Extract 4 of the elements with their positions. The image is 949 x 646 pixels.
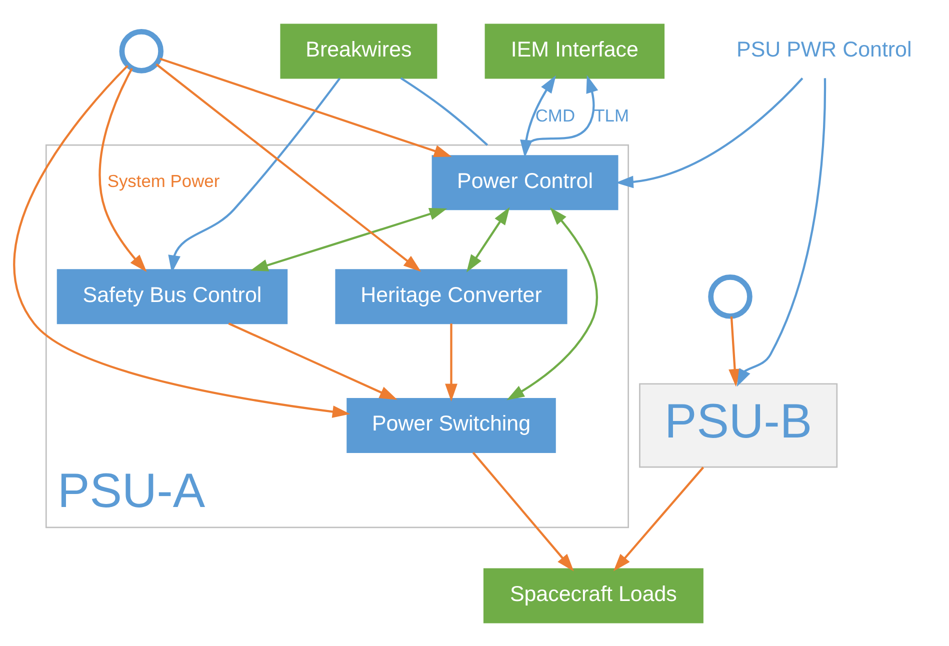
edge-label: System Power [107,170,220,191]
edge-label: TLM [594,104,629,125]
edge-label: CMD [535,104,576,125]
node-text: PSU PWR Control [736,36,912,61]
